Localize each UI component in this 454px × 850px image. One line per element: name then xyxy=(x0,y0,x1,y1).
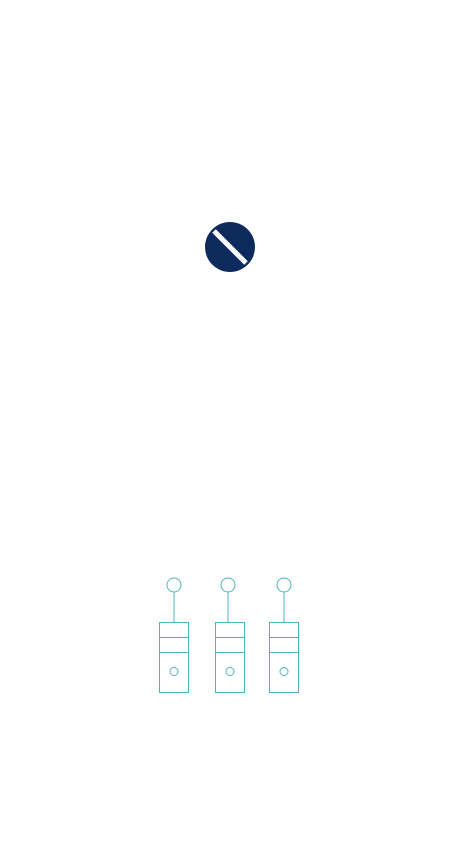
server-icon xyxy=(215,577,245,693)
blocked-icon xyxy=(204,221,256,273)
server-icon xyxy=(269,577,299,693)
server-rack-illustration xyxy=(150,570,310,700)
server-icon xyxy=(159,577,189,693)
